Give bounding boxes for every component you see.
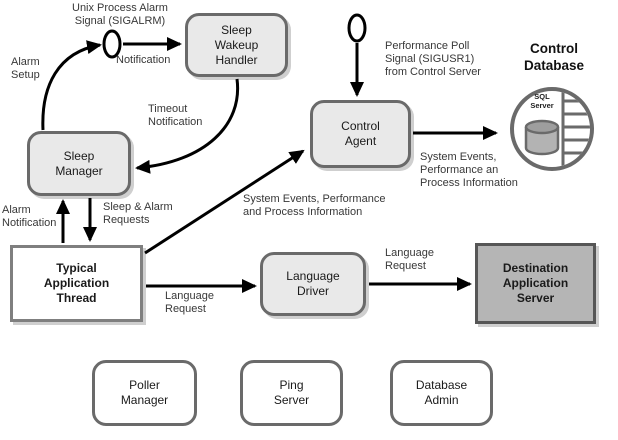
node-language-driver: Language Driver [260, 252, 366, 316]
node-control-agent: Control Agent [310, 100, 411, 168]
node-sleep-manager: Sleep Manager [27, 131, 131, 196]
node-typical-application-thread: Typical Application Thread [10, 245, 143, 322]
node-poller-manager: Poller Manager [92, 360, 197, 426]
node-destination-application-server: Destination Application Server [475, 243, 596, 324]
node-sleep-wakeup-handler: Sleep Wakeup Handler [185, 13, 288, 77]
node-database-admin: Database Admin [390, 360, 493, 426]
node-ping-server: Ping Server [240, 360, 343, 426]
